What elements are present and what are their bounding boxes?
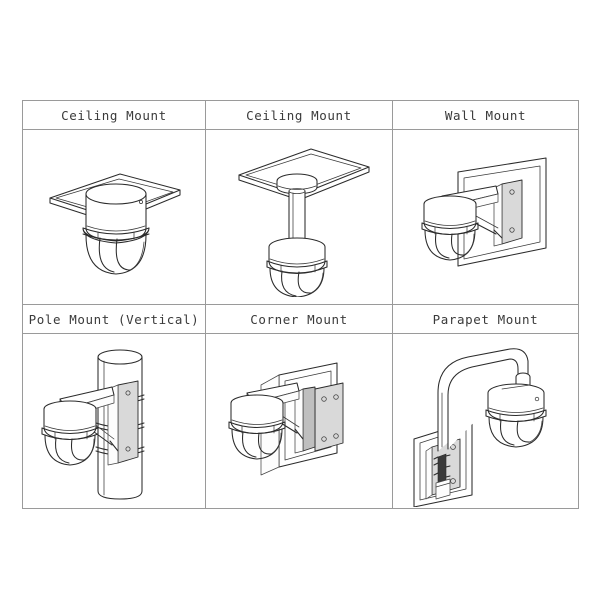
corner-adapter-plate bbox=[314, 382, 344, 452]
header-label: Ceiling Mount bbox=[61, 107, 167, 123]
gooseneck-arm bbox=[436, 348, 529, 452]
dome-ring bbox=[228, 421, 286, 435]
figure-cell-corner-mount bbox=[205, 333, 393, 509]
header-cell-pole-mount-vertical: Pole Mount (Vertical) bbox=[22, 304, 206, 334]
dome-ring bbox=[484, 409, 547, 423]
header-cell-wall-mount: Wall Mount bbox=[392, 100, 579, 130]
header-label: Pole Mount (Vertical) bbox=[28, 311, 200, 327]
flush-ceiling-dome-icon bbox=[49, 173, 181, 275]
table-header-row-2: Pole Mount (Vertical) Corner Mount Parap… bbox=[22, 304, 579, 334]
figure-cell-ceiling-mount-pendant bbox=[205, 129, 393, 305]
header-cell-ceiling-mount-pendant: Ceiling Mount bbox=[205, 100, 393, 130]
arm-end-cap bbox=[514, 372, 531, 390]
dome-ring bbox=[41, 427, 99, 441]
camera-body bbox=[85, 183, 147, 242]
wall-plate bbox=[493, 179, 522, 247]
camera-dome bbox=[231, 428, 283, 460]
pole-bracket-dome-icon bbox=[41, 349, 145, 500]
figure-cell-pole-mount-vertical bbox=[22, 333, 206, 509]
header-label: Ceiling Mount bbox=[246, 107, 352, 123]
pendant-ceiling-dome-icon bbox=[238, 148, 370, 297]
camera-dome bbox=[269, 267, 325, 297]
figure-cell-wall-mount bbox=[392, 129, 579, 305]
camera-dome bbox=[44, 434, 96, 466]
pole-mounting-plate bbox=[107, 380, 139, 466]
table-figure-row bbox=[22, 129, 579, 305]
header-cell-corner-mount: Corner Mount bbox=[205, 304, 393, 334]
parapet-gooseneck-dome-icon bbox=[412, 348, 547, 507]
pendant-hub bbox=[276, 173, 318, 195]
wall-mounting-plate bbox=[425, 438, 460, 500]
header-label: Parapet Mount bbox=[432, 311, 539, 327]
camera-dome bbox=[85, 234, 147, 275]
camera-dome bbox=[487, 416, 544, 448]
camera-body bbox=[268, 237, 326, 275]
header-label: Corner Mount bbox=[250, 311, 348, 327]
table-figure-row-2 bbox=[22, 333, 579, 509]
header-cell-parapet-mount: Parapet Mount bbox=[392, 304, 579, 334]
header-label: Wall Mount bbox=[444, 107, 527, 123]
dome-ring bbox=[420, 222, 479, 236]
figure-cell-parapet-mount bbox=[392, 333, 579, 509]
camera-dome bbox=[423, 229, 476, 261]
mounting-options-table: Ceiling Mount Ceiling Mount Wall Mount bbox=[22, 100, 579, 509]
dome-ring bbox=[266, 260, 328, 274]
corner-bracket-dome-icon bbox=[228, 362, 344, 476]
figure-cell-ceiling-mount-flush bbox=[22, 129, 206, 305]
table-header-row: Ceiling Mount Ceiling Mount Wall Mount bbox=[22, 100, 579, 130]
pendant-pipe bbox=[288, 188, 306, 244]
wall-bracket-dome-icon bbox=[420, 157, 547, 267]
header-cell-ceiling-mount-flush: Ceiling Mount bbox=[22, 100, 206, 130]
